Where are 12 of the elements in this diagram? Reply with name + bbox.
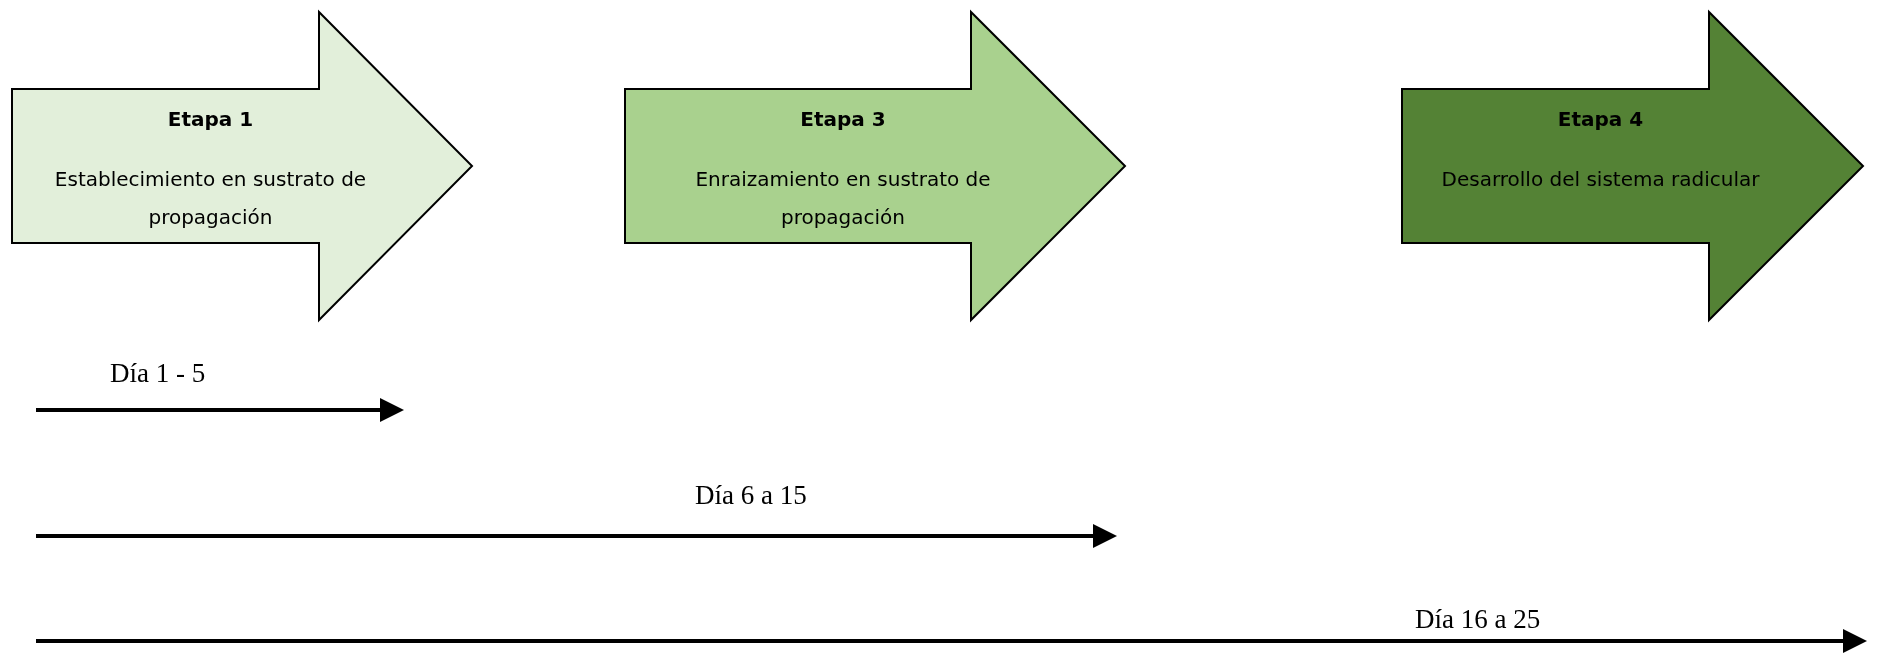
stage-title: Etapa 4 <box>1556 106 1645 133</box>
stage-description: Establecimiento en sustrato de propagación <box>53 166 368 231</box>
day-range-label: Día 6 a 15 <box>695 480 807 511</box>
stage-arrow <box>12 12 472 320</box>
stage-arrow <box>625 12 1125 320</box>
stage-description: Desarrollo del sistema radicular <box>1440 166 1761 193</box>
day-range-label: Día 1 - 5 <box>110 358 206 389</box>
stage-title: Etapa 1 <box>166 106 255 133</box>
day-range-label: Día 16 a 25 <box>1415 604 1541 635</box>
stage-title: Etapa 3 <box>799 106 887 133</box>
stage-arrow <box>1402 12 1863 320</box>
stage-description: Enraizamiento en sustrato de propagación <box>694 166 992 231</box>
